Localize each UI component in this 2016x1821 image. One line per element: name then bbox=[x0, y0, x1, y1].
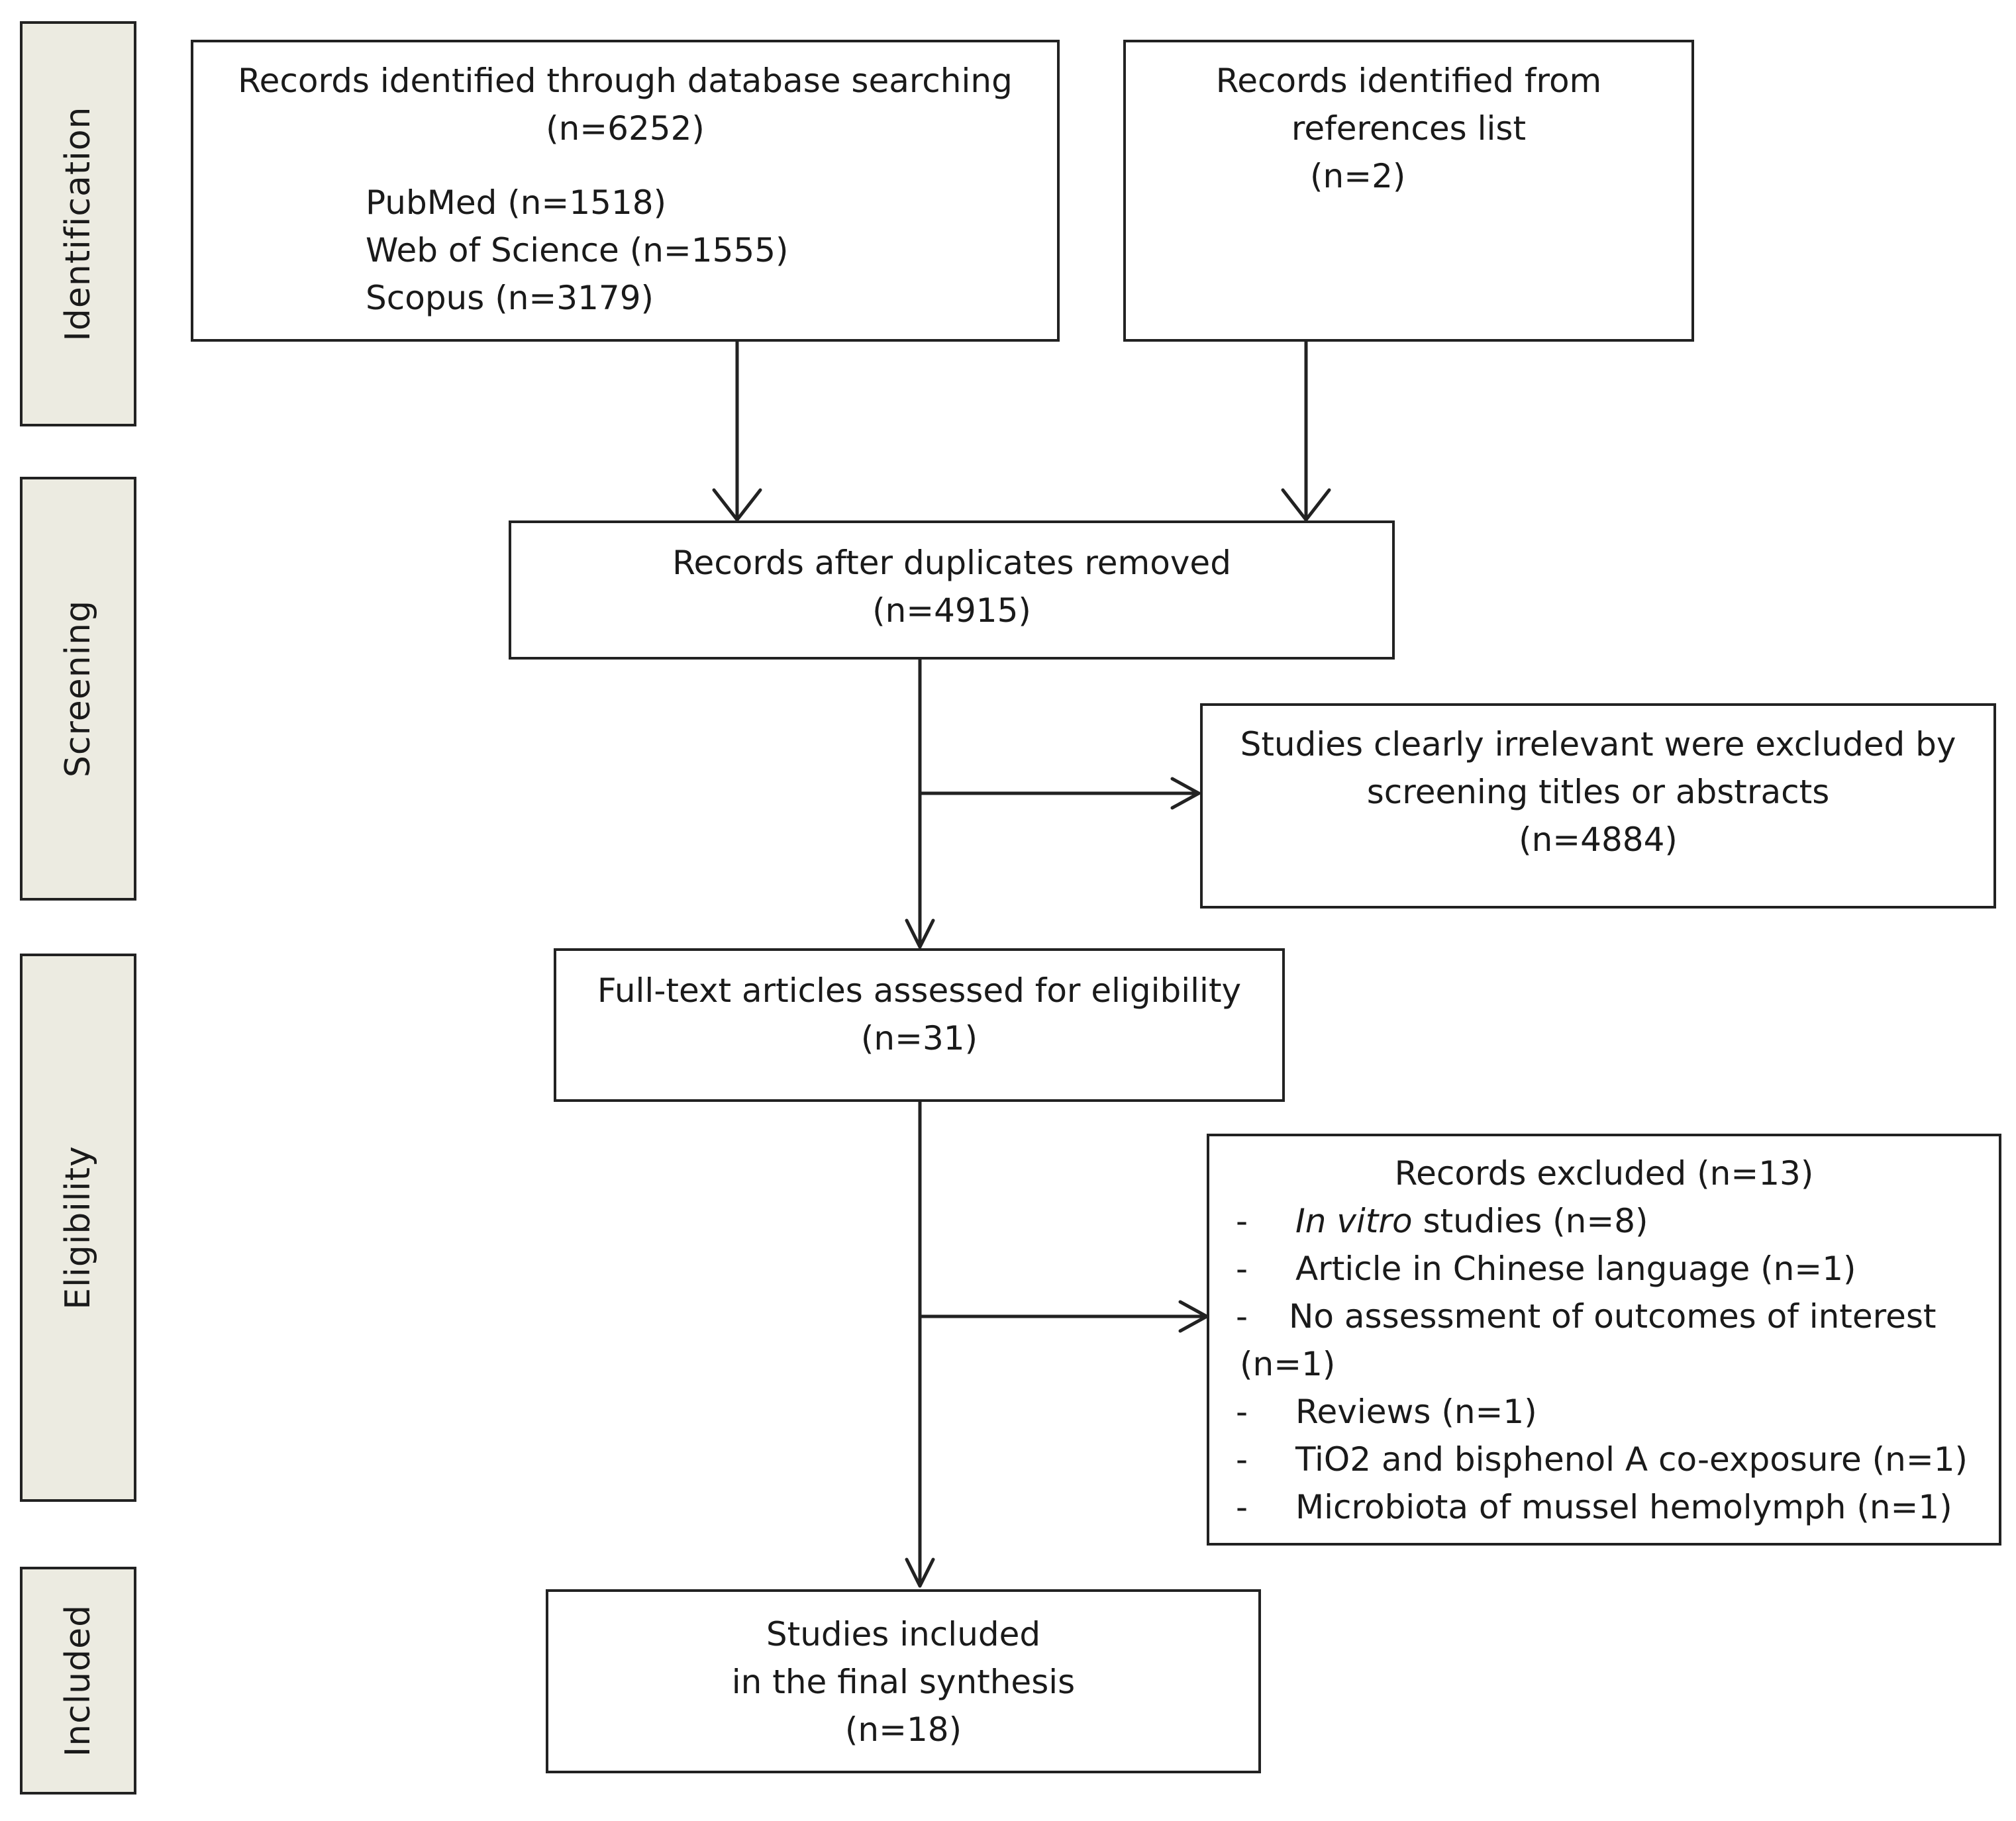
arrowhead-to-screen-excluded bbox=[1170, 777, 1201, 810]
source-web-of-science: Web of Science (n=1555) bbox=[366, 231, 789, 270]
screen-excluded-line1: Studies clearly irrelevant were excluded… bbox=[1240, 725, 1956, 763]
bullet-dash: - bbox=[1236, 1488, 1248, 1526]
bullet-dash: - bbox=[1236, 1440, 1248, 1479]
bullet-dash: - bbox=[1236, 1393, 1248, 1431]
arrowhead-db-to-dedup bbox=[712, 488, 762, 522]
dedup-title: Records after duplicates removed bbox=[672, 544, 1231, 582]
arrowhead-refs-to-dedup bbox=[1281, 488, 1331, 522]
references-line1: Records identified from bbox=[1215, 62, 1602, 100]
fulltext-box: Full-text articles assessed for eligibil… bbox=[554, 948, 1285, 1102]
phase-identification: Identification bbox=[20, 21, 136, 426]
excluded-item-in-vitro-rest: studies (n=8) bbox=[1412, 1202, 1648, 1240]
excluded-item-chinese-text: Article in Chinese language (n=1) bbox=[1295, 1250, 1856, 1288]
fulltext-title: Full-text articles assessed for eligibil… bbox=[597, 971, 1242, 1010]
phase-screening: Screening bbox=[20, 477, 136, 901]
arrowhead-fulltext-to-included bbox=[905, 1557, 935, 1588]
excluded-item-chinese: - Article in Chinese language (n=1) bbox=[1209, 1245, 1999, 1293]
excluded-item-in-vitro: - In vitro studies (n=8) bbox=[1209, 1197, 1999, 1245]
screen-excluded-line2: screening titles or abstracts bbox=[1366, 773, 1830, 811]
excluded-item-no-assessment: - No assessment of outcomes of interest bbox=[1209, 1293, 1999, 1340]
bullet-dash: - bbox=[1236, 1250, 1248, 1288]
included-box: Studies included in the final synthesis … bbox=[546, 1589, 1261, 1773]
excluded-item-tio2-text: TiO2 and bisphenol A co-exposure (n=1) bbox=[1295, 1440, 1968, 1479]
phase-eligibility: Eligibility bbox=[20, 954, 136, 1502]
references-count: (n=2) bbox=[1310, 157, 1406, 195]
included-line2: in the final synthesis bbox=[731, 1663, 1076, 1701]
bullet-dash: - bbox=[1236, 1202, 1248, 1240]
included-line1: Studies included bbox=[766, 1615, 1041, 1653]
records-excluded-title: Records excluded (n=13) bbox=[1394, 1154, 1814, 1193]
references-line2: references list bbox=[1291, 109, 1527, 148]
screen-excluded-count: (n=4884) bbox=[1519, 820, 1678, 859]
arrowhead-dedup-to-fulltext bbox=[905, 918, 935, 949]
dedup-count: (n=4915) bbox=[872, 591, 1031, 630]
references-box: Records identified from references list … bbox=[1123, 40, 1694, 342]
db-search-box: Records identified through database sear… bbox=[191, 40, 1060, 342]
dedup-box: Records after duplicates removed (n=4915… bbox=[509, 520, 1395, 660]
db-search-count: (n=6252) bbox=[546, 109, 705, 148]
source-pubmed: PubMed (n=1518) bbox=[366, 183, 667, 222]
records-excluded-box: Records excluded (n=13) - In vitro studie… bbox=[1207, 1134, 2001, 1546]
excluded-item-tio2: - TiO2 and bisphenol A co-exposure (n=1) bbox=[1209, 1436, 1999, 1483]
source-scopus: Scopus (n=3179) bbox=[366, 279, 654, 317]
excluded-item-no-assessment-count: (n=1) bbox=[1209, 1340, 1999, 1388]
phase-included: Included bbox=[20, 1567, 136, 1795]
excluded-item-reviews-text: Reviews (n=1) bbox=[1295, 1393, 1537, 1431]
excluded-item-no-assessment-text: No assessment of outcomes of interest bbox=[1289, 1297, 1937, 1336]
excluded-item-microbiota-text: Microbiota of mussel hemolymph (n=1) bbox=[1295, 1488, 1952, 1526]
excluded-item-in-vitro-em: In vitro bbox=[1295, 1202, 1413, 1240]
screen-excluded-box: Studies clearly irrelevant were excluded… bbox=[1200, 703, 1996, 909]
bullet-dash: - bbox=[1236, 1297, 1248, 1336]
excluded-item-no-assessment-count-text: (n=1) bbox=[1240, 1345, 1336, 1383]
excluded-item-reviews: - Reviews (n=1) bbox=[1209, 1388, 1999, 1436]
db-search-title: Records identified through database sear… bbox=[238, 62, 1013, 100]
excluded-item-microbiota: - Microbiota of mussel hemolymph (n=1) bbox=[1209, 1483, 1999, 1531]
included-count: (n=18) bbox=[844, 1710, 962, 1749]
fulltext-count: (n=31) bbox=[860, 1019, 978, 1058]
